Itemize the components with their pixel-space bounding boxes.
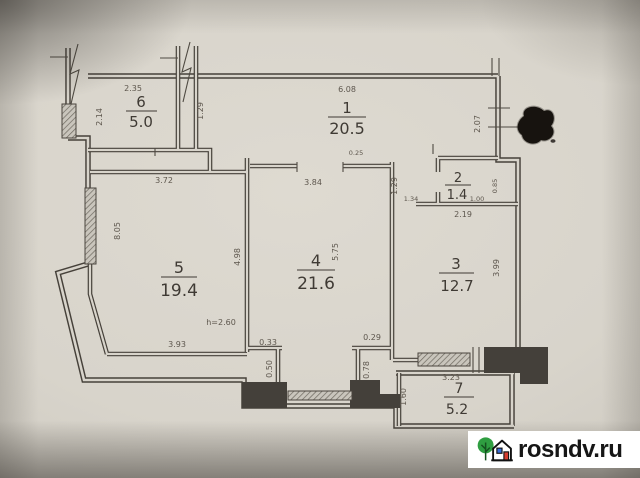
- house-icon: [491, 439, 513, 461]
- dim-room5-top: 3.72: [155, 176, 173, 185]
- room-1-number: 1: [342, 99, 352, 117]
- room-4-area: 21.6: [297, 274, 335, 294]
- dim-room4-right-top: 1.29: [390, 177, 399, 195]
- room-6-label: 6 5.0: [126, 93, 157, 131]
- watermark-bar: rosndv.ru: [468, 431, 640, 468]
- room-5-number: 5: [174, 258, 184, 277]
- tree-icon: [477, 436, 494, 460]
- dim-room4-side: 5.75: [331, 243, 340, 261]
- dim-room1-top: 6.08: [338, 85, 356, 94]
- room-7-number: 7: [455, 381, 464, 397]
- room-5-area: 19.4: [160, 281, 198, 301]
- wall-break-icon: [69, 43, 80, 105]
- inner-walls: [87, 46, 518, 426]
- watermark-logo: [477, 436, 513, 461]
- dim-room5-bottom: 3.93: [168, 340, 186, 349]
- window-room5-left: [84, 187, 97, 265]
- ticks-and-breaks: [50, 41, 520, 373]
- dim-room6-top: 2.35: [124, 84, 142, 93]
- dim-room6-left: 2.14: [95, 108, 104, 126]
- dim-room1-right: 2.07: [473, 115, 482, 133]
- dim-room6-right: 1.29: [196, 102, 205, 120]
- dim-room2-bottom: 2.19: [454, 210, 472, 219]
- dim-room4-bl-v: 0.50: [265, 360, 274, 378]
- room-2-area: 1.4: [447, 188, 468, 203]
- room-1-area: 20.5: [329, 119, 365, 138]
- room-4-label: 4 21.6: [297, 251, 335, 294]
- room-3-number: 3: [451, 255, 461, 273]
- wall-break-icon: [181, 41, 192, 103]
- dim-room5-left: 8.05: [113, 222, 122, 240]
- window-balcony-front: [287, 390, 353, 401]
- watermark-text: rosndv.ru: [518, 435, 623, 463]
- dim-room3-right: 3.99: [492, 259, 501, 277]
- dim-room4-gap: 0.25: [349, 149, 363, 157]
- dim-room4-bottom-right: 0.29: [363, 333, 381, 342]
- dim-room4-br-v: 0.78: [362, 361, 371, 379]
- room-7-area: 5.2: [446, 402, 468, 418]
- dim-room2-side: 1.00: [470, 195, 484, 203]
- dim-room7-left: 1.60: [399, 388, 408, 406]
- room-6-area: 5.0: [129, 113, 153, 131]
- window-room3-bottom: [417, 352, 471, 367]
- room-7-label: 7 5.2: [444, 381, 474, 418]
- room-2-label: 2 1.4: [445, 171, 471, 203]
- outer-walls: [54, 48, 521, 429]
- dim-room4-top: 3.84: [304, 178, 322, 187]
- room-4-number: 4: [311, 251, 321, 270]
- room-2-number: 2: [454, 171, 462, 186]
- ink-blob: [516, 105, 556, 145]
- room-3-label: 3 12.7: [439, 255, 474, 295]
- dim-room2-right: 0.85: [491, 179, 499, 193]
- room-1-label: 1 20.5: [328, 99, 366, 138]
- room-5-label: 5 19.4: [160, 258, 198, 301]
- room-6-number: 6: [136, 93, 146, 111]
- room-3-area: 12.7: [440, 277, 473, 295]
- window-room6-left: [61, 103, 77, 139]
- dim-room5-right: 4.98: [233, 248, 242, 266]
- height-note: h=2.60: [206, 318, 236, 327]
- dim-room2-left: 1.34: [404, 195, 418, 203]
- dim-room4-bottom-left: 0.33: [259, 338, 277, 347]
